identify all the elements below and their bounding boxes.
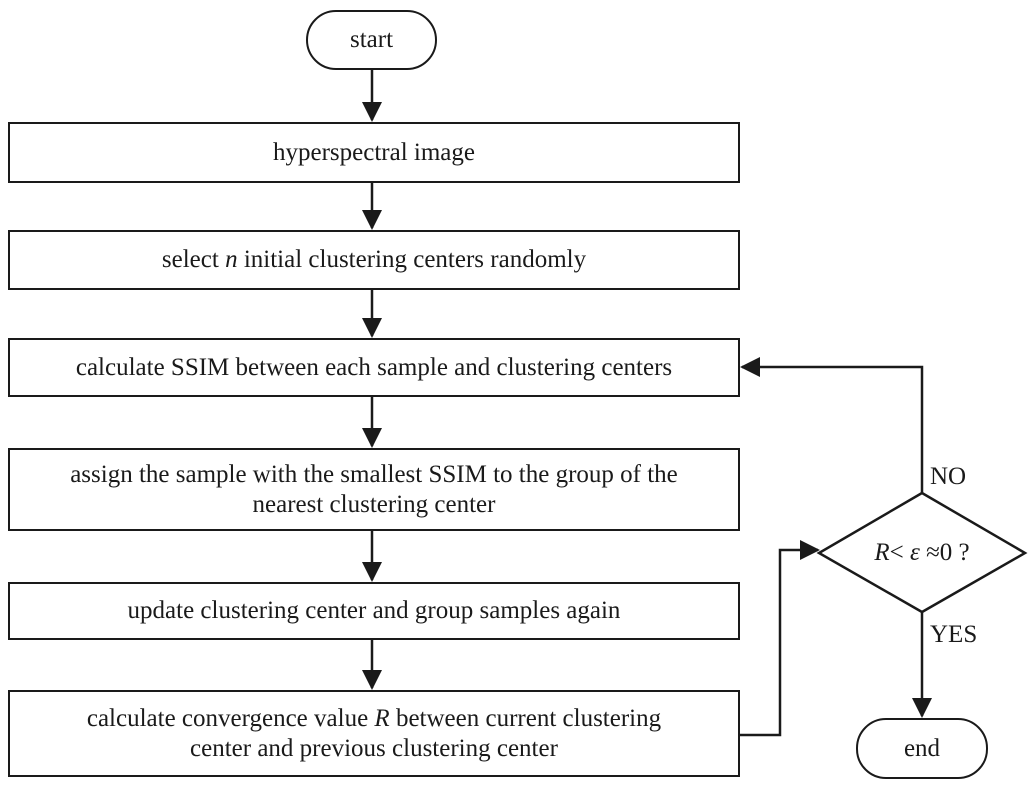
arrow-decision-no-loop bbox=[740, 357, 924, 493]
convergence-label: calculate convergence value R between cu… bbox=[86, 704, 662, 762]
update-center-box: update clustering center and group sampl… bbox=[8, 582, 740, 640]
select-centers-box: select n initial clustering centers rand… bbox=[8, 230, 740, 290]
variable-r: R bbox=[374, 704, 390, 732]
update-center-label: update clustering center and group sampl… bbox=[127, 597, 621, 624]
yes-label: YES bbox=[930, 621, 978, 648]
assign-sample-label: assign the sample with the smallest SSIM… bbox=[70, 460, 678, 518]
hyperspectral-image-box: hyperspectral image bbox=[8, 122, 740, 183]
calculate-ssim-label: calculate SSIM between each sample and c… bbox=[75, 353, 673, 381]
start-label: start bbox=[349, 26, 394, 53]
hyperspectral-image-label: hyperspectral image bbox=[273, 138, 475, 166]
calculate-ssim-box: calculate SSIM between each sample and c… bbox=[8, 338, 740, 397]
assign-sample-box: assign the sample with the smallest SSIM… bbox=[8, 448, 740, 531]
select-centers-label: select n initial clustering centers rand… bbox=[161, 246, 587, 273]
end-terminal: end bbox=[856, 718, 988, 779]
arrow-convergence-to-decision bbox=[740, 540, 820, 737]
decision-label: R< ε ≈0 ? bbox=[874, 539, 970, 566]
variable-n: n bbox=[225, 246, 238, 273]
decision-diamond bbox=[816, 491, 1028, 614]
end-label: end bbox=[903, 734, 941, 762]
no-label: NO bbox=[930, 463, 967, 490]
start-terminal: start bbox=[306, 10, 437, 70]
convergence-box: calculate convergence value R between cu… bbox=[8, 690, 740, 777]
